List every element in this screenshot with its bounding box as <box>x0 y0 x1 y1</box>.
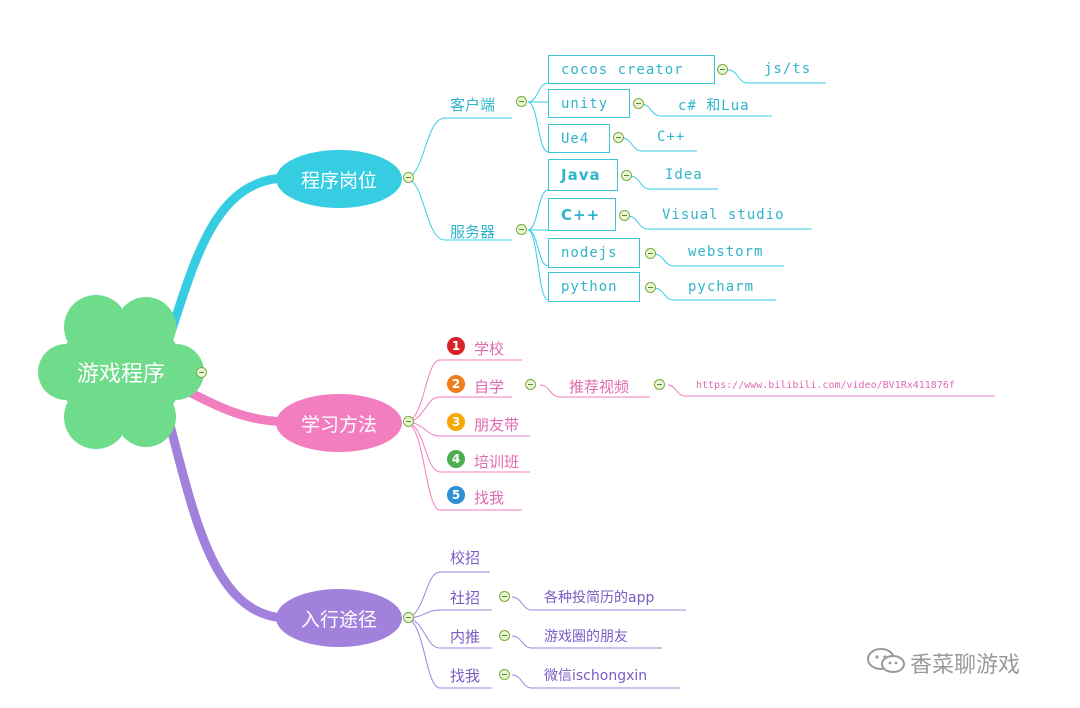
learning-item-self-study[interactable]: 自学 <box>474 378 505 396</box>
ue4-collapse-icon[interactable] <box>613 132 624 143</box>
ue4-child: C++ <box>657 129 686 145</box>
cpp-collapse-icon[interactable] <box>619 210 630 221</box>
self-study-collapse-icon[interactable] <box>525 379 536 390</box>
programming-collapse-icon[interactable] <box>403 172 414 183</box>
server-collapse-icon[interactable] <box>516 224 527 235</box>
client-item-cocos[interactable]: cocos creator <box>548 55 715 84</box>
social-collapse-icon[interactable] <box>499 591 510 602</box>
cocos-child: js/ts <box>764 61 812 77</box>
client-item-unity[interactable]: unity <box>548 89 630 118</box>
wechat-icon <box>867 648 905 673</box>
programming-label: 程序岗位 <box>300 169 377 192</box>
social-child: 各种投简历的app <box>544 590 655 606</box>
server-item-nodejs[interactable]: nodejs <box>548 238 640 268</box>
python-child: pycharm <box>688 279 755 295</box>
career-collapse-icon[interactable] <box>403 612 414 623</box>
nodejs-collapse-icon[interactable] <box>645 248 656 259</box>
learning-badge-1: 1 <box>447 337 465 355</box>
cpp-child: Visual studio <box>662 207 785 223</box>
learning-badge-4: 4 <box>447 450 465 468</box>
cocos-collapse-icon[interactable] <box>717 64 728 75</box>
find-me-collapse-icon[interactable] <box>499 669 510 680</box>
java-collapse-icon[interactable] <box>621 170 632 181</box>
video-url-link[interactable]: https://www.bilibili.com/video/BV1Rx4118… <box>696 380 955 391</box>
nodejs-child: webstorm <box>688 244 764 260</box>
career-item-campus[interactable]: 校招 <box>450 549 481 567</box>
client-item-ue4[interactable]: Ue4 <box>548 124 610 153</box>
watermark-text: 香菜聊游戏 <box>910 653 1021 678</box>
video-collapse-icon[interactable] <box>654 379 665 390</box>
server-label[interactable]: 服务器 <box>450 223 496 241</box>
server-item-python[interactable]: python <box>548 272 640 302</box>
learning-badge-2: 2 <box>447 375 465 393</box>
python-collapse-icon[interactable] <box>645 282 656 293</box>
referral-collapse-icon[interactable] <box>499 630 510 641</box>
root-collapse-icon[interactable] <box>196 367 207 378</box>
referral-child: 游戏圈的朋友 <box>544 629 628 645</box>
career-item-social[interactable]: 社招 <box>450 589 481 607</box>
programming-node[interactable]: 程序岗位 <box>276 150 402 208</box>
learning-item-friend[interactable]: 朋友带 <box>474 416 520 434</box>
server-item-java[interactable]: Java <box>548 159 618 191</box>
learning-badge-3: 3 <box>447 413 465 431</box>
learning-node[interactable]: 学习方法 <box>276 394 402 452</box>
learning-item-find-me[interactable]: 找我 <box>474 489 505 507</box>
learning-badge-5: 5 <box>447 486 465 504</box>
unity-collapse-icon[interactable] <box>633 98 644 109</box>
learning-item-training[interactable]: 培训班 <box>474 453 520 471</box>
client-label[interactable]: 客户端 <box>450 96 496 114</box>
learning-label: 学习方法 <box>300 413 377 436</box>
unity-child: c# 和Lua <box>678 98 750 114</box>
career-item-referral[interactable]: 内推 <box>450 628 481 646</box>
client-collapse-icon[interactable] <box>516 96 527 107</box>
root-label: 游戏程序 <box>76 362 165 387</box>
career-label: 入行途径 <box>300 608 377 631</box>
career-node[interactable]: 入行途径 <box>276 589 402 647</box>
learning-item-school[interactable]: 学校 <box>474 340 505 358</box>
learning-collapse-icon[interactable] <box>403 416 414 427</box>
career-item-find-me[interactable]: 找我 <box>450 667 481 685</box>
java-child: Idea <box>665 167 703 183</box>
find-me-child: 微信ischongxin <box>544 668 648 684</box>
server-item-cpp[interactable]: C++ <box>548 198 616 231</box>
root-node[interactable]: 游戏程序 <box>36 292 206 452</box>
recommended-video-label[interactable]: 推荐视频 <box>569 378 630 396</box>
root-cloud-shape <box>38 295 204 449</box>
